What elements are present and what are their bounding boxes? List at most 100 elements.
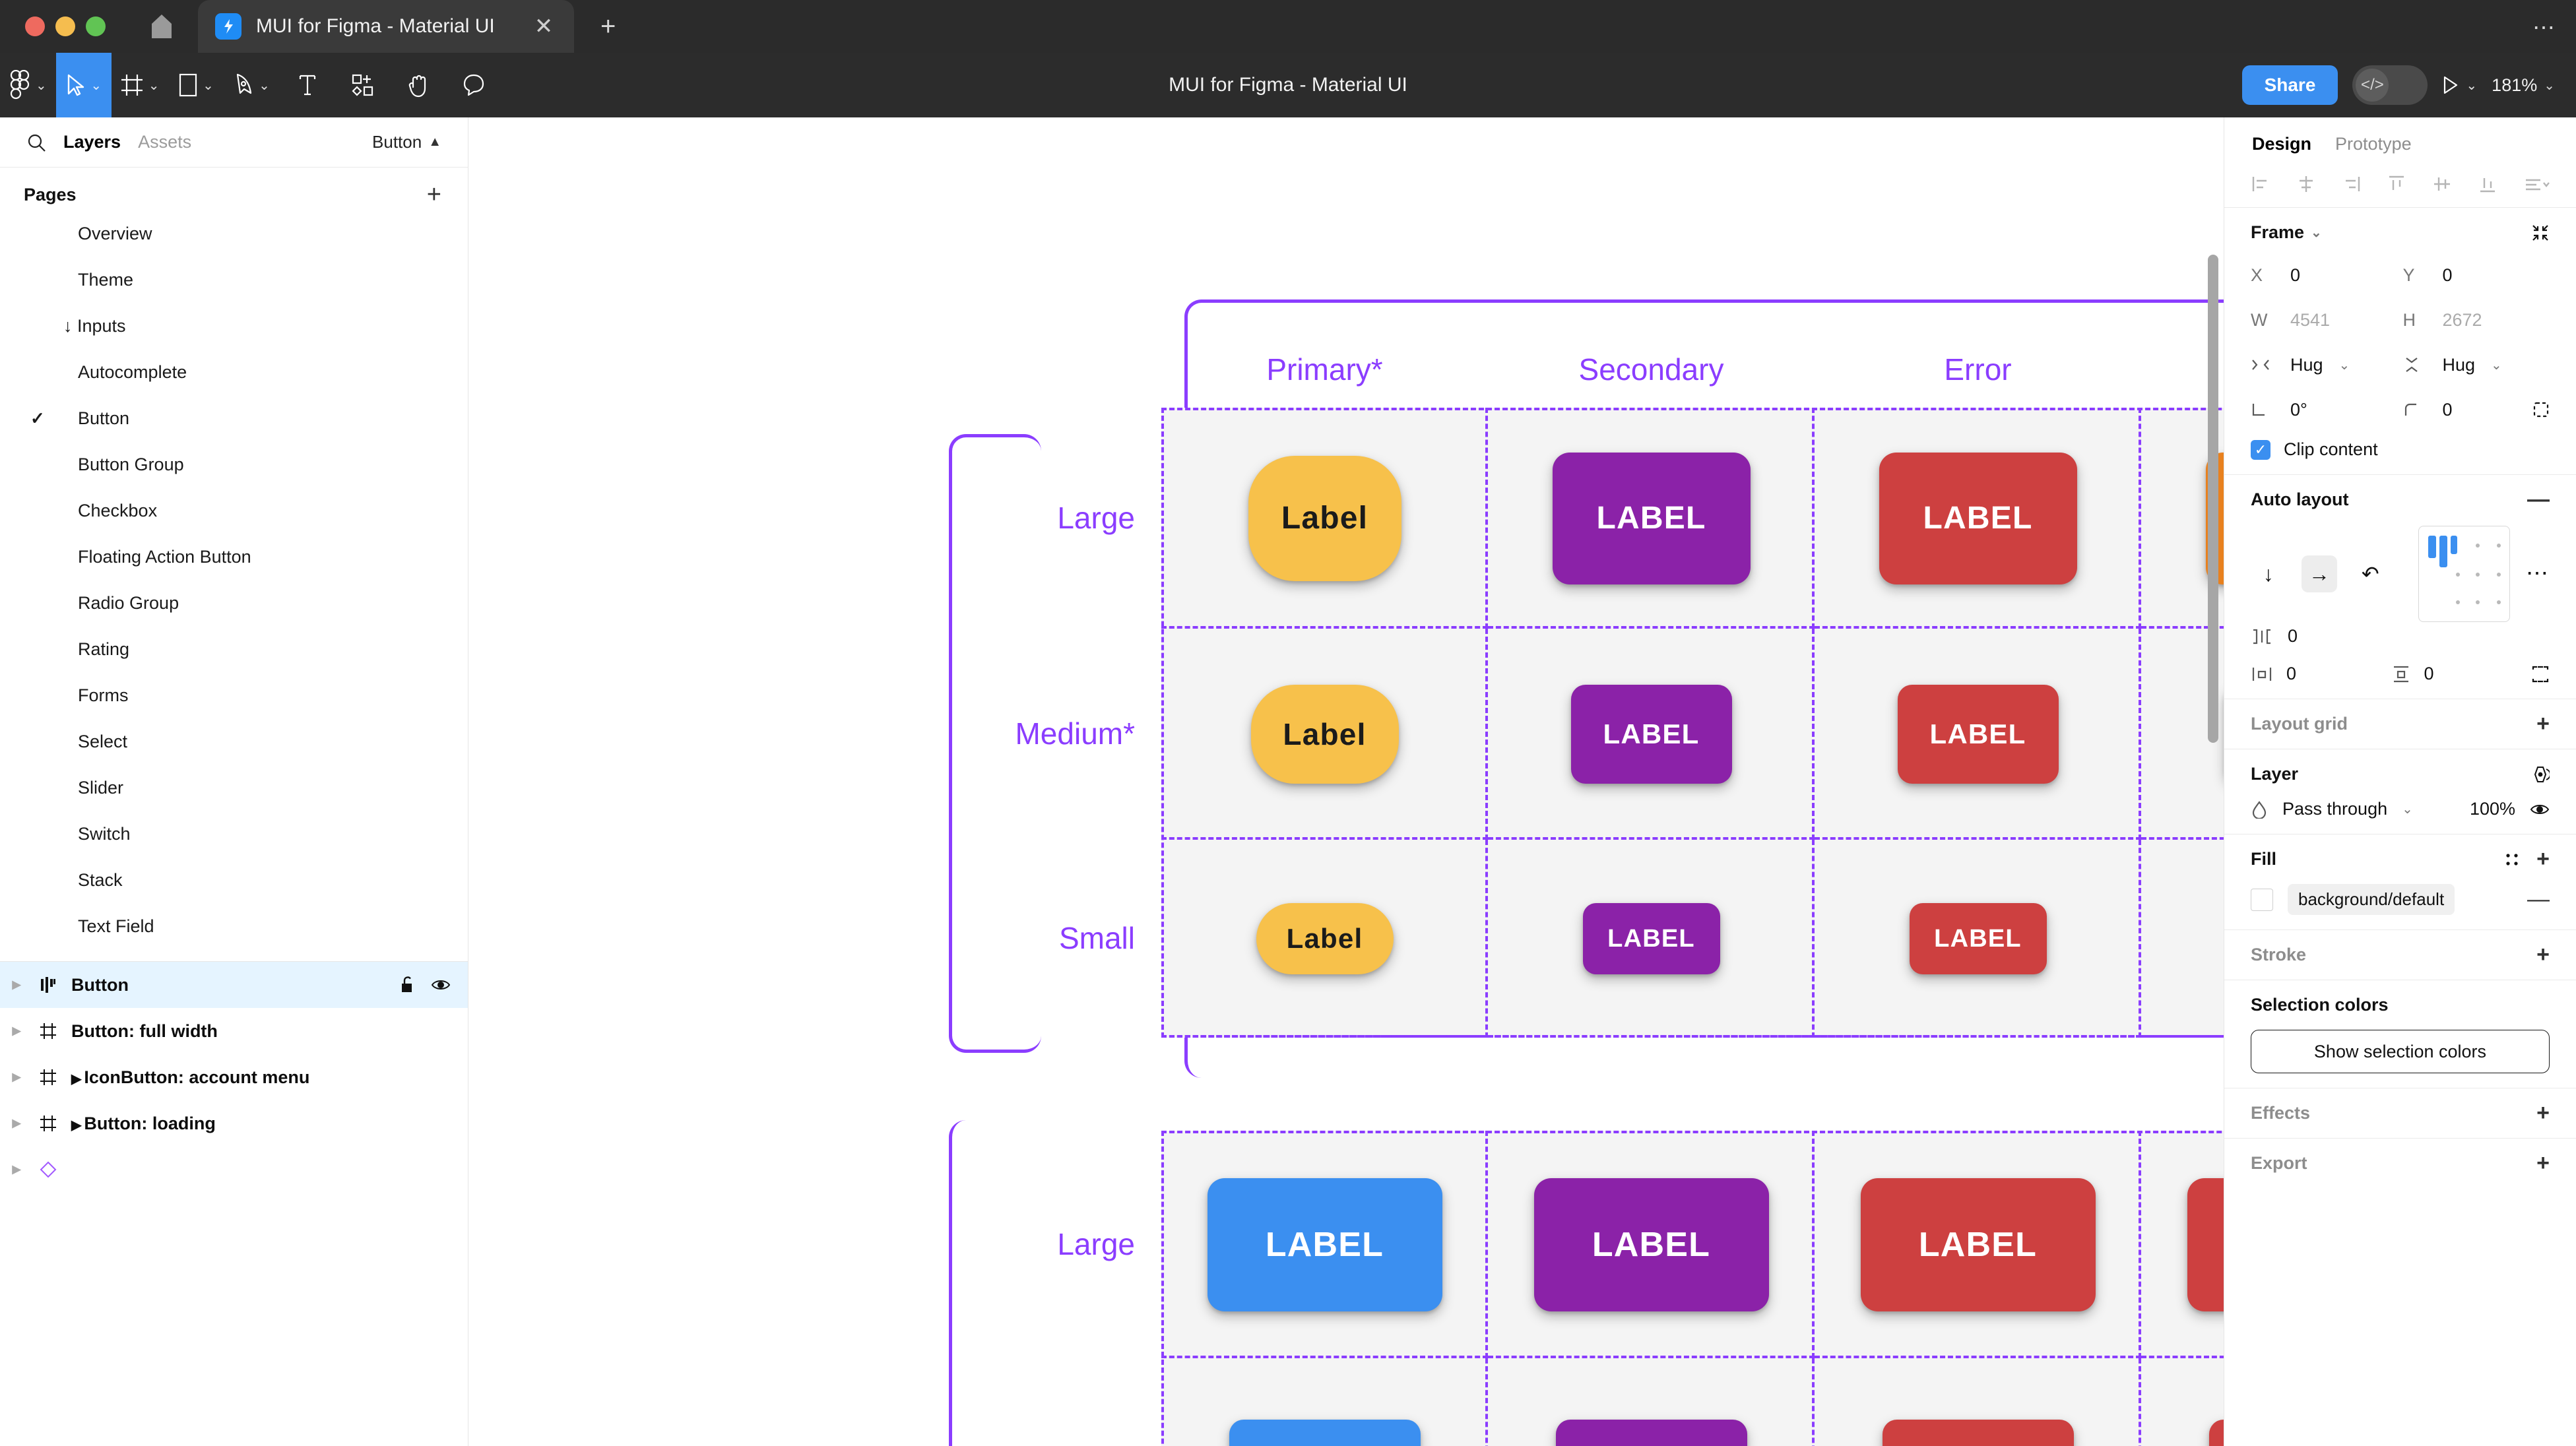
page-item-button[interactable]: ✓Button bbox=[0, 395, 468, 441]
page-item-button-group[interactable]: Button Group bbox=[0, 441, 468, 487]
clip-content-checkbox[interactable]: ✓ bbox=[2251, 439, 2270, 460]
share-button[interactable]: Share bbox=[2241, 65, 2338, 105]
align-horizontal-center-icon[interactable] bbox=[2296, 174, 2316, 194]
layer-row[interactable]: ▶Button: full width bbox=[0, 1008, 468, 1054]
align-vertical-center-icon[interactable] bbox=[2432, 174, 2452, 194]
add-effect-icon[interactable]: + bbox=[2536, 1100, 2550, 1125]
figma-menu-icon[interactable]: ⌄ bbox=[0, 53, 56, 117]
direction-wrap-icon[interactable]: ↶ bbox=[2361, 562, 2379, 586]
remove-fill-icon[interactable]: — bbox=[2527, 887, 2550, 912]
fill-color-swatch[interactable] bbox=[2251, 888, 2273, 911]
page-item-overview[interactable]: Overview bbox=[0, 210, 468, 257]
canvas-button[interactable]: LABEL bbox=[1879, 452, 2077, 584]
corner-radius-field[interactable]: 0 bbox=[2403, 391, 2550, 429]
expand-caret-icon[interactable]: ▶ bbox=[12, 1117, 21, 1129]
home-icon[interactable] bbox=[125, 0, 198, 53]
canvas-button[interactable]: LABEL bbox=[1582, 903, 1720, 974]
move-tool-icon[interactable]: ⌄ bbox=[55, 53, 112, 117]
auto-layout-gap-row[interactable]: 0 bbox=[2251, 626, 2550, 646]
align-top-icon[interactable] bbox=[2387, 174, 2406, 194]
layer-row[interactable]: ▶▶Button: loading bbox=[0, 1100, 468, 1147]
chevron-down-icon[interactable]: ⌄ bbox=[203, 78, 214, 93]
page-item-inputs[interactable]: ↓ Inputs bbox=[0, 303, 468, 349]
chevron-down-icon[interactable]: ⌄ bbox=[2402, 802, 2413, 817]
tab-design[interactable]: Design bbox=[2252, 133, 2312, 154]
page-item-slider[interactable]: Slider bbox=[0, 765, 468, 811]
fill-styles-icon[interactable] bbox=[2503, 851, 2521, 868]
add-layout-grid-icon[interactable]: + bbox=[2536, 710, 2550, 736]
canvas-button[interactable]: LABEL bbox=[1207, 1178, 1442, 1311]
chevron-down-icon[interactable]: ⌄ bbox=[2311, 226, 2322, 240]
align-bottom-icon[interactable] bbox=[2478, 174, 2497, 194]
canvas-button[interactable]: LABEL bbox=[1882, 1419, 2074, 1446]
x-field[interactable]: X 0 bbox=[2251, 256, 2398, 294]
page-item-theme[interactable]: Theme bbox=[0, 257, 468, 303]
page-item-forms[interactable]: Forms bbox=[0, 672, 468, 718]
layer-row[interactable]: ▶Button bbox=[0, 962, 468, 1008]
layer-visibility-icon[interactable] bbox=[2530, 802, 2550, 817]
page-item-floating-action-button[interactable]: Floating Action Button bbox=[0, 534, 468, 580]
page-item-rating[interactable]: Rating bbox=[0, 626, 468, 672]
dev-mode-toggle[interactable]: </> bbox=[2352, 65, 2428, 105]
canvas-button[interactable]: LABEL bbox=[1860, 1178, 2096, 1311]
chevron-down-icon[interactable]: ⌄ bbox=[2544, 78, 2555, 93]
close-tab-icon[interactable]: ✕ bbox=[534, 14, 554, 39]
chevron-down-icon[interactable]: ⌄ bbox=[36, 78, 47, 93]
chevron-down-icon[interactable]: ⌄ bbox=[2466, 78, 2478, 93]
page-item-select[interactable]: Select bbox=[0, 718, 468, 765]
canvas-button[interactable]: Label bbox=[1248, 455, 1401, 581]
canvas-button[interactable]: Label bbox=[1256, 903, 1394, 974]
frame-tool-icon[interactable]: ⌄ bbox=[112, 53, 169, 117]
shape-tool-icon[interactable]: ⌄ bbox=[169, 53, 224, 117]
comment-tool-icon[interactable] bbox=[446, 53, 501, 117]
tab-prototype[interactable]: Prototype bbox=[2335, 133, 2412, 154]
page-item-radio-group[interactable]: Radio Group bbox=[0, 580, 468, 626]
add-export-icon[interactable]: + bbox=[2536, 1150, 2550, 1176]
chevron-down-icon[interactable]: ⌄ bbox=[2338, 358, 2350, 373]
text-tool-icon[interactable] bbox=[280, 53, 335, 117]
expand-caret-icon[interactable]: ▶ bbox=[12, 1024, 21, 1037]
width-field[interactable]: W 4541 bbox=[2251, 301, 2398, 339]
rotation-field[interactable]: 0° bbox=[2251, 391, 2398, 429]
blend-mode-row[interactable]: Pass through ⌄ 100% bbox=[2251, 799, 2550, 819]
align-right-icon[interactable] bbox=[2342, 174, 2362, 194]
canvas-button[interactable]: LABEL bbox=[2208, 1419, 2224, 1446]
show-selection-colors-button[interactable]: Show selection colors bbox=[2251, 1030, 2550, 1073]
layer-row[interactable]: ▶▶IconButton: account menu bbox=[0, 1054, 468, 1100]
browser-tab[interactable]: MUI for Figma - Material UI ✕ bbox=[198, 0, 574, 53]
zoom-level-selector[interactable]: 181% ⌄ bbox=[2492, 75, 2555, 96]
canvas-button[interactable]: LABEL bbox=[1552, 452, 1751, 584]
fill-style-token[interactable]: background/default bbox=[2288, 884, 2455, 915]
page-item-switch[interactable]: Switch bbox=[0, 811, 468, 857]
page-item-autocomplete[interactable]: Autocomplete bbox=[0, 349, 468, 395]
height-field[interactable]: H 2672 bbox=[2403, 301, 2550, 339]
browser-menu-icon[interactable]: ⋯ bbox=[2532, 15, 2556, 40]
canvas-button[interactable]: LABEL bbox=[1229, 1419, 1421, 1446]
unlock-icon[interactable] bbox=[399, 976, 416, 994]
y-field[interactable]: Y 0 bbox=[2403, 256, 2550, 294]
layer-settings-icon[interactable] bbox=[2531, 766, 2550, 783]
canvas-button[interactable]: Label bbox=[1250, 685, 1399, 784]
add-stroke-icon[interactable]: + bbox=[2536, 941, 2550, 967]
frame-resize-icon[interactable] bbox=[2531, 224, 2550, 242]
pen-tool-icon[interactable]: ⌄ bbox=[224, 53, 280, 117]
canvas-button[interactable]: LABEL bbox=[1897, 685, 2059, 784]
canvas-button[interactable]: LABEL bbox=[1570, 685, 1732, 784]
align-left-icon[interactable] bbox=[2251, 174, 2270, 194]
expand-caret-icon[interactable]: ▶ bbox=[12, 978, 21, 991]
hand-tool-icon[interactable] bbox=[391, 53, 446, 117]
direction-vertical-icon[interactable]: ↓ bbox=[2263, 561, 2274, 586]
canvas-scrollbar[interactable] bbox=[2208, 255, 2218, 743]
auto-layout-more-icon[interactable]: ⋯ bbox=[2526, 561, 2550, 586]
canvas-button[interactable]: LABEL bbox=[2187, 1178, 2224, 1311]
new-tab-icon[interactable]: + bbox=[600, 12, 616, 41]
component-selector[interactable]: Button ▲ bbox=[372, 132, 441, 152]
chevron-down-icon[interactable]: ⌄ bbox=[2491, 358, 2502, 373]
remove-auto-layout-icon[interactable]: — bbox=[2527, 486, 2550, 512]
resources-tool-icon[interactable] bbox=[335, 53, 391, 117]
chevron-down-icon[interactable]: ⌄ bbox=[148, 78, 160, 93]
canvas-button[interactable]: LABEL bbox=[1555, 1419, 1747, 1446]
canvas-button[interactable]: LABEL bbox=[1533, 1178, 1769, 1311]
close-window-button[interactable] bbox=[25, 16, 45, 36]
horizontal-resizing-field[interactable]: Hug ⌄ bbox=[2251, 346, 2398, 384]
